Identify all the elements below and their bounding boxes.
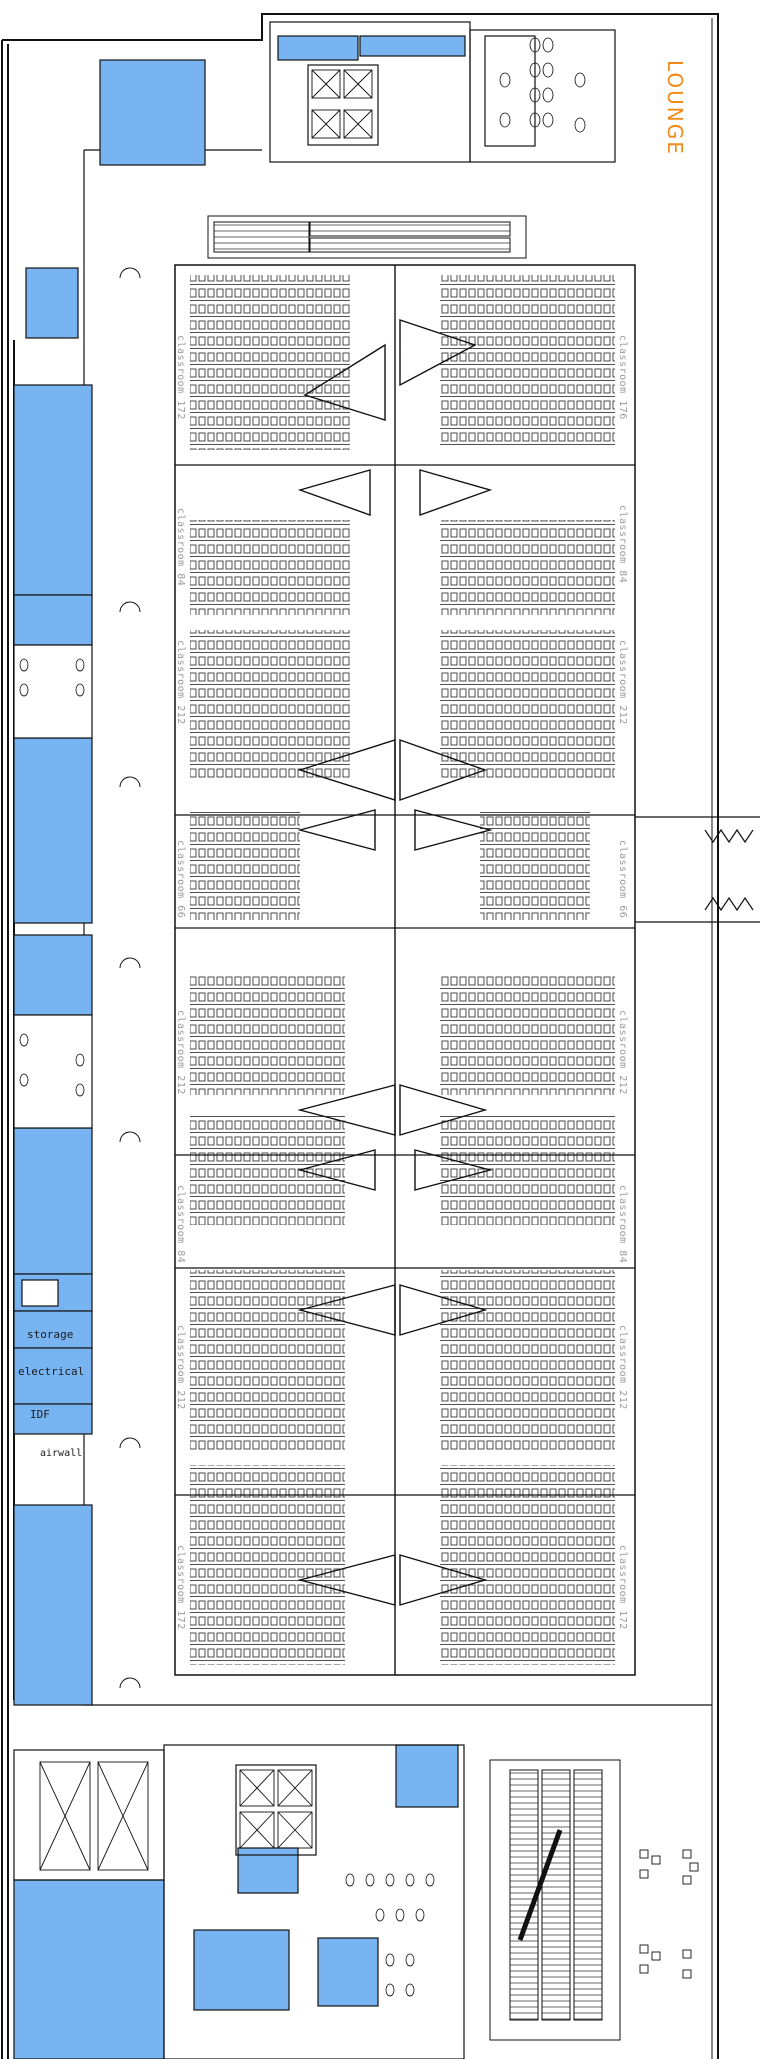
classroom-label: classroom 66: [175, 840, 186, 918]
classroom-label: classroom 66: [617, 840, 628, 918]
escalator-icon: [489, 1759, 621, 2041]
east-entrance: [635, 816, 760, 923]
classroom-label: classroom 212: [617, 640, 628, 725]
storage-label: storage: [27, 1328, 73, 1341]
classroom-label: classroom 84: [175, 508, 186, 586]
classroom-label: classroom 212: [175, 640, 186, 725]
classroom-label: classroom 212: [617, 1325, 628, 1410]
classroom-label: classroom 172: [617, 1545, 628, 1630]
classroom-labels-left: classroom 172 classroom 84 classroom 212…: [175, 335, 186, 1630]
classroom-label: classroom 212: [175, 1325, 186, 1410]
classroom-label: classroom 84: [617, 1185, 628, 1263]
escalator-icon: [207, 215, 527, 259]
bottom-core: [13, 1744, 465, 2059]
door-swing-icon: [119, 267, 141, 1689]
lounge-label: LOUNGE: [663, 60, 687, 156]
classroom-block: [174, 264, 636, 1676]
classroom-label: classroom 84: [617, 505, 628, 583]
electrical-label: electrical: [18, 1365, 84, 1378]
classroom-label: classroom 176: [617, 335, 628, 420]
elevator-icon: [311, 69, 373, 139]
idf-label: IDF: [30, 1408, 50, 1421]
restroom-icon: [19, 658, 85, 1097]
airwall-label: airwall: [40, 1448, 82, 1459]
airwall-trusses: [297, 319, 493, 1606]
service-room-fills: [13, 35, 466, 2059]
classroom-label: classroom 212: [617, 1010, 628, 1095]
lounge-seating: [639, 1849, 699, 1979]
classroom-label: classroom 212: [175, 1010, 186, 1095]
classroom-label: classroom 172: [175, 1545, 186, 1630]
restroom-icon: [345, 1873, 435, 1997]
classroom-labels-right: classroom 176 classroom 84 classroom 212…: [617, 335, 628, 1630]
restroom-icon: [499, 37, 586, 133]
classroom-label: classroom 84: [175, 1185, 186, 1263]
classroom-label: classroom 172: [175, 335, 186, 420]
elevator-icon: [39, 1761, 313, 1871]
top-core: [269, 21, 616, 163]
